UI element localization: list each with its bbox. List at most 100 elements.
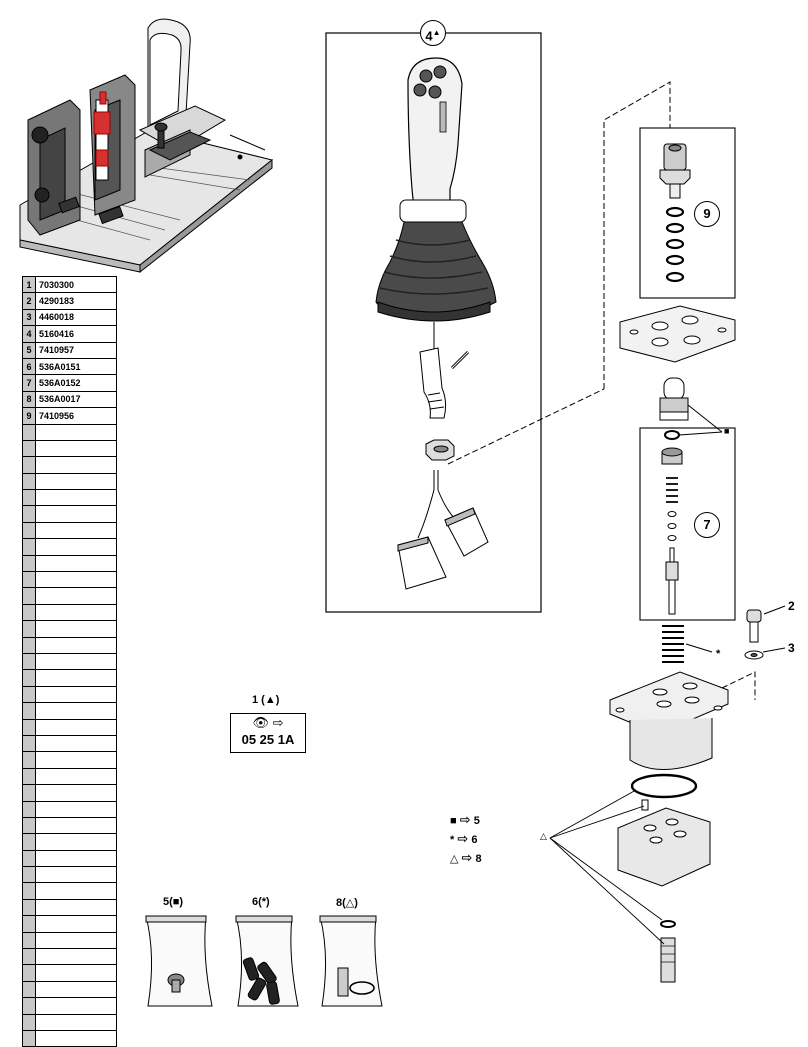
part-number <box>22 554 36 573</box>
part-code <box>35 423 117 441</box>
parts-row-empty <box>22 718 117 736</box>
sticker-code: 05 25 1A <box>241 732 295 747</box>
dashed-routing <box>603 81 756 700</box>
bag-5 <box>145 915 213 1007</box>
part-number <box>22 882 36 900</box>
part-code <box>35 784 117 802</box>
part-code: 536A0017 <box>35 390 117 409</box>
part-code <box>35 718 117 736</box>
part-code: 4290183 <box>35 292 117 310</box>
star-mark: * <box>716 648 721 660</box>
bag-6-label: 6(*) <box>252 896 270 908</box>
part-number: 7 <box>22 374 36 392</box>
part-number <box>22 587 36 605</box>
part-number <box>22 571 36 589</box>
part-number: 2 <box>22 292 36 310</box>
arrow-right-icon: ⇨ <box>461 850 473 865</box>
part-number <box>22 652 36 671</box>
part-number <box>22 669 36 687</box>
legend-mark: ■ <box>450 815 457 827</box>
part-number <box>22 948 36 966</box>
legend-mark: △ <box>450 853 459 865</box>
part-code <box>35 734 117 753</box>
part-code: 536A0151 <box>35 357 117 376</box>
part-number <box>22 718 36 736</box>
parts-row-empty <box>22 833 117 851</box>
part-number <box>22 505 36 523</box>
part-number <box>22 538 36 556</box>
part-number <box>22 898 36 917</box>
parts-row-empty <box>22 898 117 917</box>
part-number: 3 <box>22 308 36 327</box>
parts-row-empty <box>22 767 117 786</box>
part-code <box>35 898 117 917</box>
parts-row-empty <box>22 571 117 589</box>
legend-target: 6 <box>471 834 478 846</box>
part-number: 4 <box>22 325 36 343</box>
joystick-assembly-group <box>325 32 605 613</box>
part-number <box>22 915 36 933</box>
part-number <box>22 980 36 999</box>
parts-row-empty <box>22 603 117 622</box>
bag-8 <box>319 915 383 1007</box>
part-number <box>22 702 36 720</box>
parts-row-empty <box>22 620 117 638</box>
callout-7: 7 <box>694 512 720 538</box>
part-code <box>35 915 117 933</box>
spring <box>662 625 713 663</box>
part-number: 9 <box>22 407 36 425</box>
part-number <box>22 849 36 868</box>
callout-4: 4▲ <box>420 20 446 46</box>
part-number <box>22 603 36 622</box>
parts-row-empty <box>22 636 117 654</box>
parts-row-empty <box>22 915 117 933</box>
parts-row-empty <box>22 489 117 507</box>
parts-row-empty <box>22 1013 117 1031</box>
part-number <box>22 784 36 802</box>
parts-row-empty <box>22 849 117 868</box>
part-number <box>22 997 36 1015</box>
part-code <box>35 997 117 1015</box>
parts-row-empty <box>22 456 117 474</box>
legend-target: 5 <box>473 815 480 827</box>
part-code <box>35 472 117 491</box>
part-code: 536A0152 <box>35 374 117 392</box>
bolt-and-washer <box>744 605 786 660</box>
valve-housing <box>549 671 729 983</box>
parts-row-empty <box>22 521 117 540</box>
part-number <box>22 1013 36 1031</box>
part-code <box>35 587 117 605</box>
part-code <box>35 538 117 556</box>
part-code <box>35 816 117 835</box>
parts-row-empty <box>22 784 117 802</box>
bag-8-label: 8(△) <box>336 897 358 909</box>
part-code <box>35 652 117 671</box>
part-number: 1 <box>22 275 36 294</box>
part-code <box>35 505 117 523</box>
parts-row-empty <box>22 702 117 720</box>
label-2: 2 <box>788 599 795 613</box>
part-number: 8 <box>22 390 36 409</box>
callout-4-number: 4 <box>425 28 433 44</box>
part-number <box>22 636 36 654</box>
parts-row-empty <box>22 816 117 835</box>
part-number <box>22 423 36 441</box>
parts-row-empty <box>22 964 117 982</box>
part-code <box>35 800 117 818</box>
parts-row-empty <box>22 866 117 884</box>
parts-row-empty <box>22 997 117 1015</box>
legend-mark: * <box>450 834 455 846</box>
callout-4-mark: ▲ <box>432 28 441 37</box>
legend-row-5: ■ ⇨ 5 <box>450 812 480 828</box>
parts-row-empty <box>22 734 117 753</box>
part-number <box>22 751 36 769</box>
mounting-plate <box>619 305 736 363</box>
part-code <box>35 669 117 687</box>
plunger-top <box>659 377 723 433</box>
decal-sticker: 👁 ⇨ 05 25 1A <box>230 713 306 753</box>
parts-row-empty <box>22 948 117 966</box>
